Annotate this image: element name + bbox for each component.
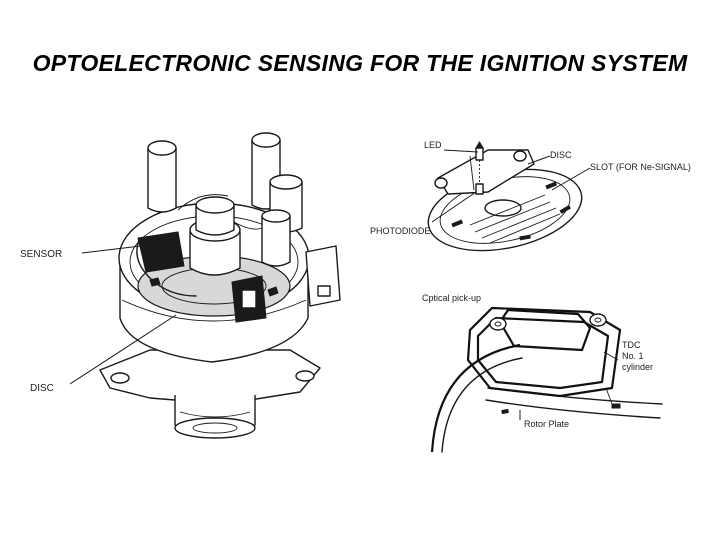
distributor-illustration — [99, 132, 341, 439]
tdc-label-line1: TDC — [622, 340, 641, 350]
optical-pickup-illustration — [430, 306, 663, 453]
tdc-label-line2: No. 1 — [622, 351, 644, 361]
slide-title: OPTOELECTRONIC SENSING FOR THE IGNITION … — [32, 50, 688, 76]
slot-label: SLOT (FOR Ne-SIGNAL) — [590, 162, 691, 172]
optical-pickup-label: Cptical pick-up — [422, 293, 481, 303]
led-label: LED — [424, 140, 442, 150]
sensor-leader-line — [81, 245, 141, 254]
tdc-leader-line — [603, 351, 619, 361]
disc-top-leader-line — [527, 155, 551, 165]
tdc-label-line3: cylinder — [622, 362, 653, 372]
disc-top-label: DISC — [550, 150, 572, 160]
photodiode-leader-line — [431, 191, 477, 223]
photodiode-label: PHOTODIODE — [370, 226, 430, 236]
disc-leader-line — [69, 314, 177, 385]
optical-disc-illustration — [427, 141, 583, 252]
slot-leader-line — [551, 167, 591, 191]
sensor-label: SENSOR — [20, 249, 62, 260]
led-leader-line — [443, 149, 479, 153]
disc-label: DISC — [30, 383, 54, 394]
rotor-plate-label: Rotor Plate — [524, 419, 569, 429]
